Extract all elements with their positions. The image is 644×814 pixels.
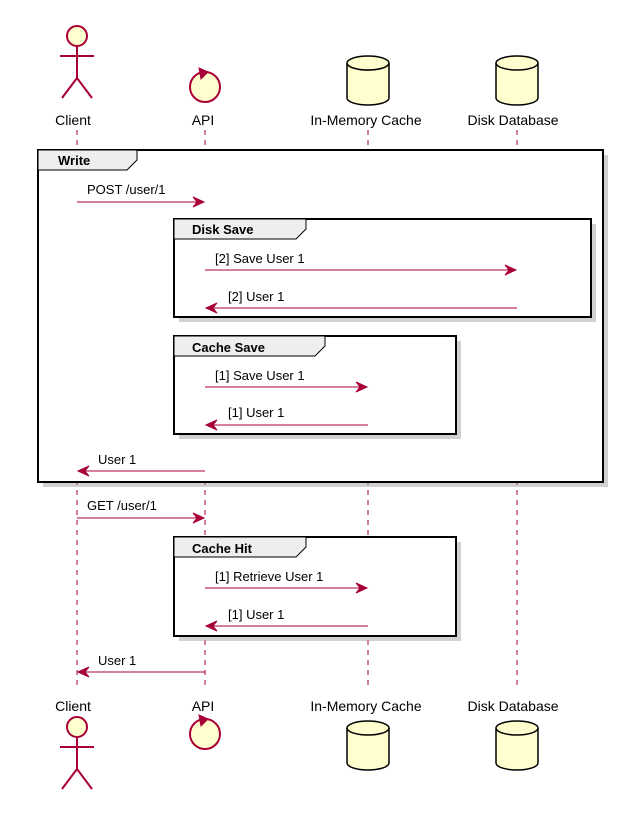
database-icon-top-cache <box>346 55 390 106</box>
fragment-cache-hit-title: Cache Hit <box>192 541 253 556</box>
fragment-write <box>37 149 604 483</box>
fragment-write-title: Write <box>58 153 90 168</box>
database-icon-top-disk <box>495 55 539 106</box>
actor-icon-top <box>60 25 94 99</box>
message-label: [1] Save User 1 <box>215 368 305 383</box>
participant-disk-label-bottom: Disk Database <box>467 698 558 714</box>
participant-cache-label-bottom: In-Memory Cache <box>310 698 421 714</box>
message-label: User 1 <box>98 452 136 467</box>
database-icon-bottom-disk <box>495 720 539 771</box>
actor-icon-bottom <box>60 716 94 790</box>
message-label: [1] User 1 <box>228 405 284 420</box>
message-label: [1] Retrieve User 1 <box>215 569 323 584</box>
database-icon-bottom-cache <box>346 720 390 771</box>
participant-cache-label-top: In-Memory Cache <box>310 112 421 128</box>
message-label: [2] User 1 <box>228 289 284 304</box>
message-label: GET /user/1 <box>87 498 157 513</box>
message-label: [2] Save User 1 <box>215 251 305 266</box>
participant-api-label-top: API <box>192 112 215 128</box>
participant-client-label-bottom: Client <box>55 698 91 714</box>
control-icon-top <box>189 67 221 103</box>
participant-disk-label-top: Disk Database <box>467 112 558 128</box>
participant-api-label-bottom: API <box>192 698 215 714</box>
fragment-disk-save-title: Disk Save <box>192 222 253 237</box>
fragment-cache-save-title: Cache Save <box>192 340 265 355</box>
message-label: POST /user/1 <box>87 182 166 197</box>
fragment-cache-hit <box>173 536 457 637</box>
control-icon-bottom <box>189 714 221 750</box>
participant-client-label-top: Client <box>55 112 91 128</box>
message-label: [1] User 1 <box>228 607 284 622</box>
message-label: User 1 <box>98 653 136 668</box>
fragment-disk-save <box>173 218 592 318</box>
